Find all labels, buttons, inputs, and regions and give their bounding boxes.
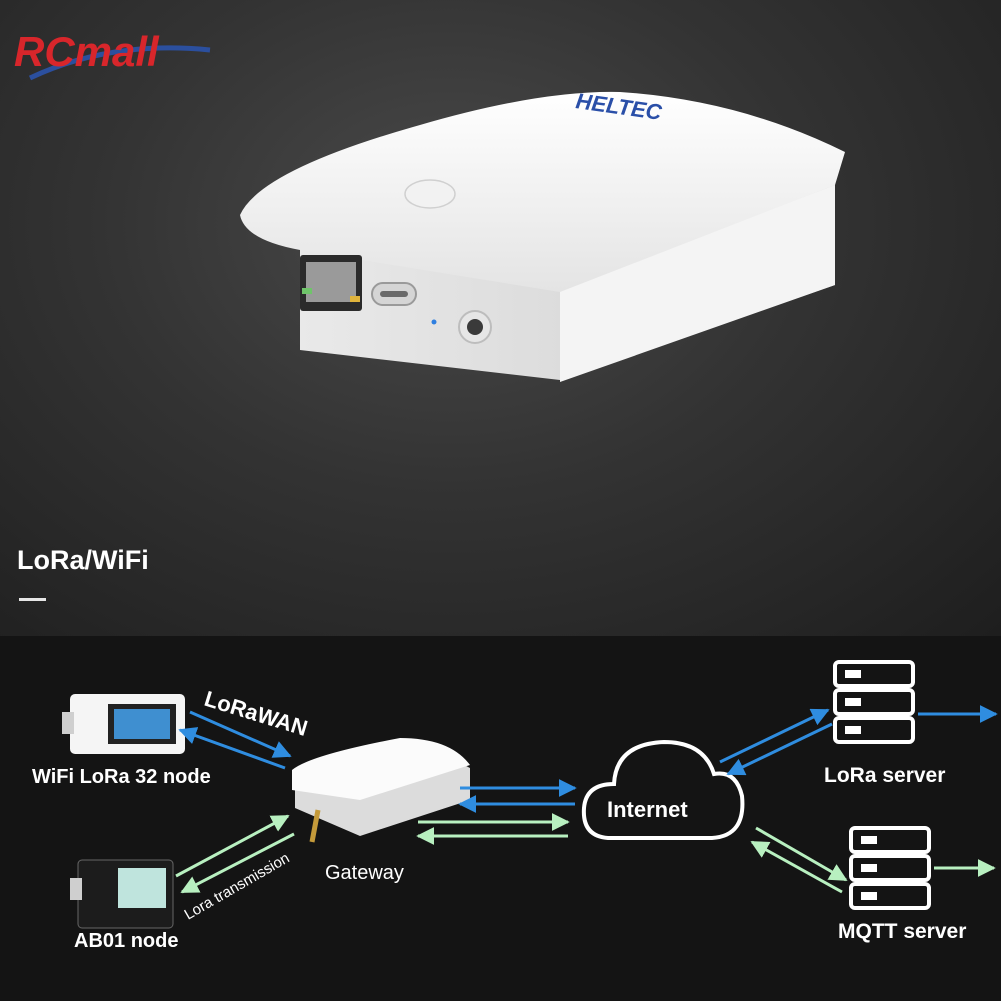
- wifi-lora-node-label: WiFi LoRa 32 node: [32, 766, 211, 788]
- blue-link-arrows: [178, 705, 998, 813]
- status-led: [431, 319, 437, 325]
- gateway-label: Gateway: [325, 862, 404, 884]
- wifi-lora-32-board: [62, 694, 185, 754]
- rcmall-logo: RCmall: [14, 28, 211, 81]
- lora-transmission-label: Lora transmission: [182, 850, 293, 924]
- lora-server-label: LoRa server: [824, 764, 946, 787]
- ab01-board: [70, 859, 174, 929]
- green-link-arrows: [175, 813, 996, 894]
- section-title: LoRa/WiFi: [17, 545, 149, 575]
- lora-server-icon: [833, 660, 915, 744]
- lorawan-label: LoRaWAN: [202, 686, 311, 741]
- mqtt-server-icon: [849, 826, 931, 910]
- logo-text: RCmall: [14, 28, 160, 75]
- power-button: [404, 179, 456, 209]
- internet-cloud-icon: [581, 739, 745, 840]
- gateway-device-small: [292, 738, 470, 843]
- gateway-device-photo: HELTEC: [240, 88, 845, 382]
- mqtt-server-label: MQTT server: [838, 920, 967, 943]
- antenna: [309, 809, 321, 843]
- ab01-node-label: AB01 node: [74, 930, 179, 952]
- internet-label: Internet: [607, 797, 688, 822]
- section-divider: [19, 598, 46, 601]
